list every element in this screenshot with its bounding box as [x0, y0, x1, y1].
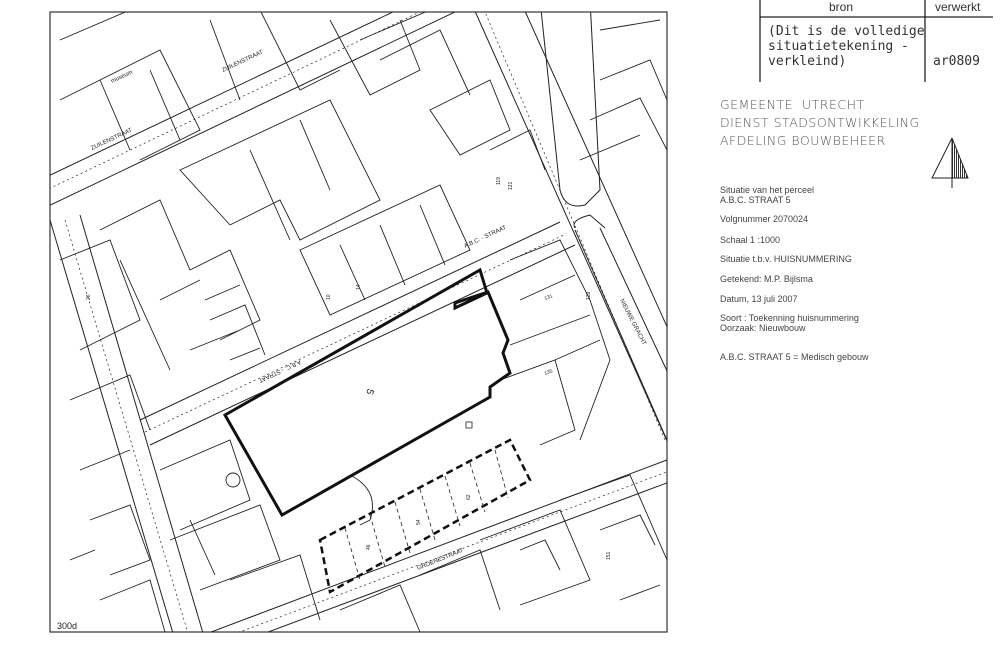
org-line: DIENST STADSONTWIKKELING [720, 115, 920, 130]
museum-label: museum [110, 70, 133, 85]
parcel-lines [59, 12, 667, 632]
street-abc-straat [139, 221, 576, 446]
situation-address: A.B.C. STRAAT 5 [720, 195, 791, 205]
building-note: A.B.C. STRAAT 5 = Medisch gebouw [720, 352, 869, 362]
street-label-zuilenstraat: ZUILENSTRAAT [90, 127, 133, 151]
house-number: 119 [496, 177, 502, 185]
scale: Schaal 1 :1000 [720, 235, 781, 245]
date: Datum, 13 juli 2007 [720, 294, 798, 304]
title-block-table [759, 0, 993, 82]
house-number: 62 [466, 494, 472, 500]
header-bron: bron [829, 0, 854, 14]
type: Soort : Toekenning huisnummering [720, 313, 859, 323]
house-number: 54 [416, 519, 422, 525]
street-label-zuilenstraat: ZUILENSTRAAT [221, 49, 264, 73]
house-number: 135 [544, 368, 554, 377]
street-nieuwe-gracht [474, 12, 667, 443]
street-zuilenstraat [50, 12, 457, 206]
cause: Oorzaak: Nieuwbouw [720, 323, 806, 333]
purpose: Situatie t.b.v. HUISNUMMERING [720, 254, 852, 264]
drawn-by: Getekend: M.P. Bijlsma [720, 274, 813, 284]
street-west [50, 214, 204, 632]
source-description: (Dit is de volledige situatietekening - … [768, 24, 925, 69]
house-number: 121 [508, 181, 514, 190]
situation-line: Situatie van het perceel [720, 185, 815, 195]
parcel-number: 5 [363, 387, 375, 396]
source-line: (Dit is de volledige [768, 24, 925, 39]
dashed-parcel [318, 438, 532, 594]
house-number: 131 [544, 293, 554, 302]
source-line: verkleind) [768, 54, 847, 69]
header-verwerkt: verwerkt [935, 0, 981, 14]
subject-parcel-abc-straat-5[interactable] [222, 267, 512, 518]
north-arrow-icon [931, 137, 969, 188]
house-number: 10 [326, 294, 332, 300]
org-line: AFDELING BOUWBEHEER [720, 133, 886, 148]
sheet-code: 300d [57, 621, 77, 631]
sequence-number: Volgnummer 2070024 [720, 214, 809, 224]
map-frame [49, 11, 668, 633]
house-number: 14 [356, 284, 362, 290]
house-number: 26 [86, 294, 92, 300]
house-number: 46 [366, 544, 372, 550]
street-label-abc-straat: A.B.C. - STRAAT [463, 225, 507, 250]
house-number: 151 [606, 551, 612, 560]
source-line: situatietekening - [768, 39, 909, 54]
organisation-block: GEMEENTE UTRECHT DIENST STADSONTWIKKELIN… [720, 96, 920, 150]
processed-code: ar0809 [933, 54, 980, 69]
house-number: 139 [586, 291, 592, 300]
org-line: GEMEENTE UTRECHT [720, 97, 865, 112]
